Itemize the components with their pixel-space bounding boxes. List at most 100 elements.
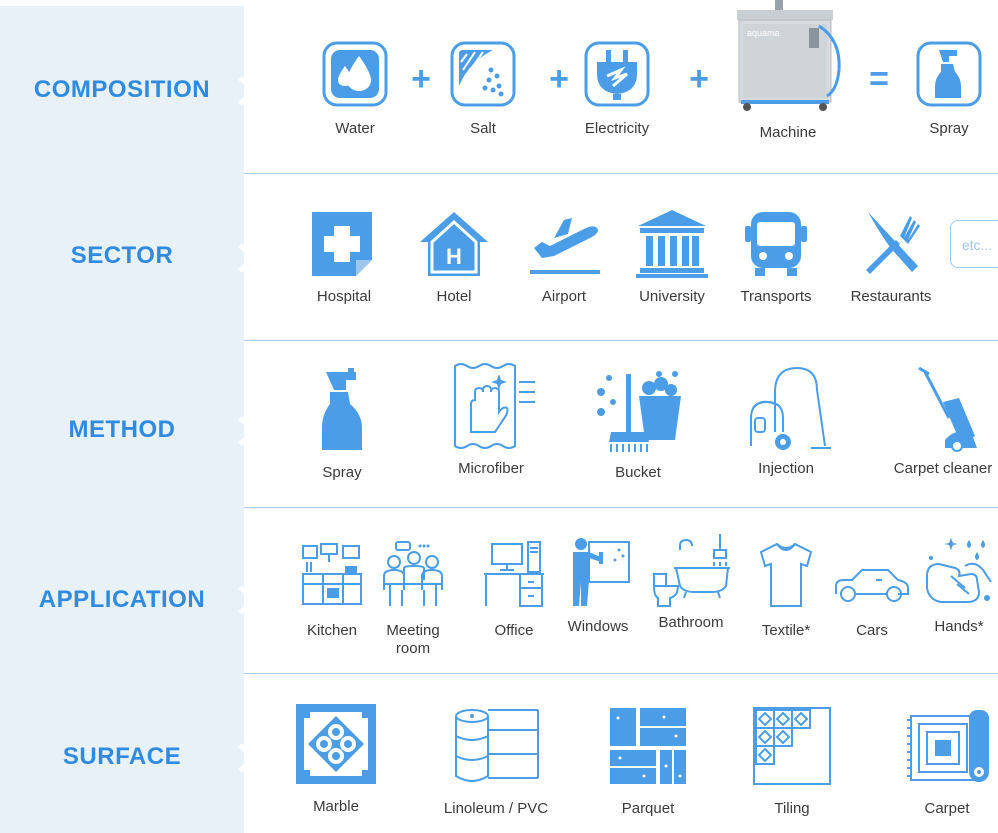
sector-item-transports: Transports [728, 208, 824, 306]
fork-knife-icon [866, 212, 920, 274]
application-caption: Textile* [761, 622, 811, 639]
car-icon [835, 569, 909, 602]
bucket-mop-icon [597, 371, 681, 452]
carpet-roll-icon [907, 710, 989, 782]
meeting-room-icon [383, 541, 443, 606]
method-caption: Bucket [615, 464, 661, 481]
composition-item-electricity: Electricity [562, 40, 672, 138]
application-item-meeting-room: Meeting room [378, 540, 448, 658]
row-label-surface: SURFACE [62, 743, 182, 770]
machine-icon: aquama [737, 0, 841, 111]
salt-icon [450, 41, 516, 107]
surface-item-parquet: Parquet [600, 706, 696, 818]
airplane-takeoff-icon [530, 218, 600, 274]
electric-plug-icon [584, 41, 650, 107]
method-item-injection: Injection [736, 362, 836, 478]
surface-caption: Carpet [924, 800, 970, 817]
sector-caption: Restaurants [850, 288, 932, 305]
application-caption: Kitchen [306, 622, 358, 639]
application-item-windows: Windows [560, 536, 636, 636]
surface-caption: Parquet [621, 800, 675, 817]
method-caption: Spray [322, 464, 362, 481]
spray-bottle-icon [322, 368, 362, 450]
hospital-cross-icon [312, 212, 372, 276]
carpet-cleaner-icon [918, 366, 977, 452]
row-label-composition: COMPOSITION [33, 76, 211, 103]
application-caption: Bathroom [658, 614, 724, 631]
etc-badge: etc... [950, 220, 998, 268]
chevron-right-icon [238, 76, 258, 106]
vacuum-cleaner-icon [750, 366, 831, 450]
composition-item-salt: Salt [428, 40, 538, 138]
application-caption: Office [494, 622, 534, 639]
sector-item-airport: Airport [516, 208, 612, 306]
row-label-method: METHOD [68, 416, 176, 443]
surface-item-marble: Marble [286, 702, 386, 816]
row-label-application: APPLICATION [38, 586, 206, 613]
chevron-right-icon [238, 243, 258, 273]
hand-washing-icon [926, 538, 992, 603]
application-item-bathroom: Bathroom [648, 530, 734, 632]
method-item-carpet-cleaner: Carpet cleaner [888, 362, 998, 478]
machine-brand: aquama [747, 28, 780, 38]
application-item-office: Office [478, 540, 550, 640]
bus-icon [745, 212, 807, 276]
surface-item-carpet: Carpet [898, 706, 996, 818]
sector-caption: Hotel [436, 288, 472, 305]
office-desk-icon [484, 541, 544, 607]
application-item-textile: Textile* [748, 540, 824, 640]
surface-caption: Linoleum / PVC [443, 800, 549, 817]
window-cleaning-icon [573, 538, 630, 606]
bathroom-icon [653, 534, 730, 607]
sector-caption: Hospital [316, 288, 372, 305]
application-caption: Windows [567, 618, 629, 635]
plus-operator: + [549, 60, 569, 98]
composition-caption: Salt [470, 120, 496, 137]
tiling-icon [753, 707, 831, 785]
row-separator [244, 340, 998, 341]
equals-operator: = [869, 60, 889, 98]
row-label-sector: SECTOR [70, 242, 174, 269]
application-item-kitchen: Kitchen [296, 540, 368, 640]
hotel-icon: H [420, 212, 488, 276]
spray-bottle-icon [916, 41, 982, 107]
chevron-right-icon [238, 585, 258, 615]
method-caption: Injection [758, 460, 814, 477]
row-separator [244, 507, 998, 508]
composition-item-machine: aquama Machine [720, 0, 856, 142]
hotel-letter: H [446, 244, 462, 269]
label-column-background [0, 6, 244, 833]
application-item-cars: Cars [830, 560, 914, 640]
method-item-spray: Spray [292, 368, 392, 482]
chevron-right-icon [238, 743, 258, 773]
sector-item-restaurants: Restaurants [840, 208, 942, 306]
method-item-microfiber: Microfiber [436, 362, 546, 478]
water-drop-icon [322, 41, 388, 107]
method-caption: Microfiber [458, 460, 524, 477]
composition-item-spray: Spray [904, 40, 994, 138]
application-caption-line2: room [395, 640, 431, 657]
method-caption: Carpet cleaner [893, 460, 993, 477]
sector-caption: Airport [541, 288, 587, 305]
surface-caption: Marble [313, 798, 359, 815]
row-separator [244, 673, 998, 674]
parquet-icon [610, 708, 686, 784]
sector-item-hospital: Hospital [296, 208, 392, 306]
kitchen-icon [302, 543, 362, 605]
chevron-right-icon [238, 416, 258, 446]
application-caption: Cars [856, 622, 888, 639]
composition-caption: Machine [759, 124, 817, 141]
row-separator [244, 173, 998, 174]
surface-caption: Tiling [774, 800, 810, 817]
composition-caption: Water [335, 120, 375, 137]
composition-item-water: Water [300, 40, 410, 138]
surface-item-linoleum: Linoleum / PVC [436, 706, 556, 818]
composition-caption: Spray [929, 120, 969, 137]
application-item-hands: Hands* [920, 536, 998, 636]
university-building-icon [636, 210, 708, 278]
application-caption: Hands* [934, 618, 984, 635]
surface-item-tiling: Tiling [744, 706, 840, 818]
microfiber-cloth-icon [454, 363, 535, 449]
composition-caption: Electricity [584, 120, 650, 137]
application-caption: Meeting [386, 622, 440, 639]
